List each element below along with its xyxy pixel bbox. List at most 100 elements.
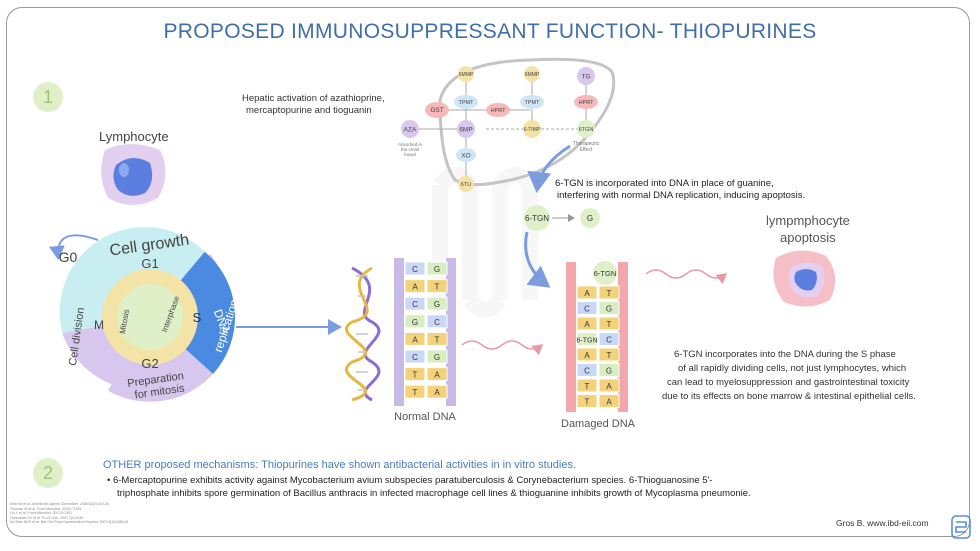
g-node-label: G bbox=[587, 214, 593, 223]
damaged-dna-base-label-left-7: T bbox=[585, 398, 590, 407]
normal-dna-base-right-1 bbox=[426, 279, 448, 294]
normal-dna-base-label-left-5: C bbox=[412, 353, 418, 362]
tgn-node-label: 6-TGN bbox=[525, 214, 549, 223]
damaged-dna-top-tag: 6-TGN bbox=[594, 269, 617, 278]
references: Shin Ka et al. Antimicrob Agents Chemoth… bbox=[10, 502, 128, 525]
node-xo: XO bbox=[456, 148, 476, 162]
node-6mp: 6MP bbox=[457, 120, 475, 138]
cycle-g1: G1 bbox=[141, 256, 158, 271]
normal-dna-base-label-left-0: C bbox=[412, 265, 418, 274]
damaged-dna-base-label-left-0: A bbox=[584, 289, 590, 298]
normal-dna-base-right-4 bbox=[426, 331, 448, 346]
damaged-dna-base-left-4 bbox=[576, 347, 598, 362]
normal-dna-base-right-6 bbox=[426, 367, 448, 382]
other-bullet-line-2: triphosphate inhibits spore germination … bbox=[117, 488, 751, 499]
intestine-logo-icon bbox=[951, 515, 971, 539]
hepatic-activation-line-1: Hepatic activation of azathioprine, bbox=[242, 93, 385, 104]
damaged-dna-base-left-6 bbox=[576, 378, 598, 393]
node-gst-label: GST bbox=[430, 107, 443, 114]
damaged-dna-base-label-right-6: A bbox=[606, 382, 612, 391]
damaged-dna-base-left-3 bbox=[576, 332, 598, 346]
node-tpmt-right: TPMT bbox=[520, 95, 544, 109]
normal-dna-base-label-right-6: A bbox=[434, 371, 440, 380]
therapeutic-line-2: Effect bbox=[580, 147, 593, 153]
other-bullet-line-1: • 6-Mercaptopurine exhibits activity aga… bbox=[107, 475, 713, 486]
s-phase-text-line-2: of all rapidly dividing cells, not just … bbox=[678, 363, 907, 374]
damaged-dna-base-label-right-0: T bbox=[607, 289, 612, 298]
damaged-dna-base-label-left-2: A bbox=[584, 320, 590, 329]
tgn-node: 6-TGN bbox=[524, 205, 550, 231]
damaged-dna-label: Damaged DNA bbox=[561, 418, 636, 430]
damaged-dna-base-label-left-3: 6-TGN bbox=[577, 338, 598, 345]
normal-dna-base-label-right-7: A bbox=[434, 388, 440, 397]
s-phase-text-line-3: can lead to myelosuppression and gastroi… bbox=[667, 377, 910, 388]
apoptosis-line-2: apoptosis bbox=[780, 230, 836, 245]
normal-dna-base-label-right-0: G bbox=[434, 265, 440, 274]
node-aza-label: AZA bbox=[404, 127, 417, 134]
reference-3: Liu X et al. Front Microbiol. 2017;8:130… bbox=[10, 511, 73, 516]
normal-dna-base-right-3 bbox=[426, 314, 448, 329]
other-bullet-line-1-text: 6-Mercaptopurine exhibits activity again… bbox=[112, 475, 713, 486]
node-6tgn-label: 6TGN bbox=[579, 127, 594, 133]
normal-dna-base-label-left-2: C bbox=[412, 300, 418, 309]
normal-dna-base-label-right-3: C bbox=[434, 318, 440, 327]
page-title: PROPOSED IMMUNOSUPPRESSANT FUNCTION- THI… bbox=[163, 20, 817, 43]
arrow-liver-to-tgn bbox=[527, 144, 571, 193]
normal-dna-base-label-left-1: A bbox=[412, 283, 418, 292]
node-xo-label: XO bbox=[461, 153, 470, 160]
absorbed-line-1: Absorbed in bbox=[398, 142, 423, 147]
damaged-dna-base-left-0 bbox=[576, 285, 598, 300]
other-mechanisms-heading: OTHER proposed mechanisms: Thiopurines h… bbox=[103, 459, 577, 471]
normal-dna-base-right-0 bbox=[426, 261, 448, 276]
normal-dna-label: Normal DNA bbox=[394, 411, 456, 423]
intestine-watermark-icon bbox=[432, 167, 538, 318]
normal-dna-base-label-right-1: T bbox=[435, 283, 440, 292]
node-6mmp-left: 6MMP bbox=[458, 66, 474, 82]
damaged-dna-base-right-4 bbox=[598, 347, 620, 362]
lymphocyte-label: Lymphocyte bbox=[99, 129, 169, 144]
lymphocyte-cell-icon bbox=[101, 144, 166, 205]
damaged-dna-base-label-right-1: G bbox=[606, 305, 612, 314]
node-hprt-right: HPRT bbox=[574, 95, 598, 109]
node-6timp: 6-TIMP bbox=[523, 120, 541, 138]
normal-dna-base-label-left-6: T bbox=[413, 371, 418, 380]
node-tpmt-left-label: TPMT bbox=[459, 100, 475, 106]
reference-5: De Boer NKH et al. Nat Clin Pract Gastro… bbox=[10, 520, 129, 525]
damaged-dna-base-right-2 bbox=[598, 316, 620, 331]
damaged-dna-base-right-6 bbox=[598, 378, 620, 393]
node-tpmt-left: TPMT bbox=[454, 95, 478, 109]
credit: Gros B. www.ibd-eii.com bbox=[836, 518, 929, 528]
normal-dna-base-label-right-4: T bbox=[435, 335, 440, 344]
node-6mmp-right-label: 6MMP bbox=[525, 72, 540, 78]
node-6timp-label: 6-TIMP bbox=[524, 127, 541, 133]
content-frame bbox=[6, 7, 970, 537]
cycle-s: S bbox=[193, 310, 202, 325]
apoptosis-line-1: lympmphocyte bbox=[766, 213, 850, 228]
normal-dna-base-label-left-3: G bbox=[412, 318, 418, 327]
apoptotic-lymphocyte-icon bbox=[773, 250, 836, 307]
normal-dna-base-left-7 bbox=[404, 384, 426, 399]
reference-4: Greenstein RJ et al. PLoS One. 2007;2(1)… bbox=[10, 515, 84, 520]
node-6mmp-right: 6MMP bbox=[524, 66, 540, 82]
damaged-dna-base-label-left-1: C bbox=[584, 305, 590, 314]
cycle-mitosis: Mitosis bbox=[118, 309, 131, 335]
damaged-dna-base-label-right-4: T bbox=[607, 351, 612, 360]
cycle-g2: G2 bbox=[141, 356, 158, 371]
damaged-dna-base-label-right-7: A bbox=[606, 398, 612, 407]
g-node: G bbox=[580, 208, 600, 228]
normal-dna-base-left-4 bbox=[404, 331, 426, 346]
node-aza: AZA bbox=[401, 120, 419, 138]
reference-1: Shin Ka et al. Antimicrob Agents Chemoth… bbox=[10, 502, 109, 506]
damaged-dna-base-label-left-6: T bbox=[585, 382, 590, 391]
cell-cycle-wheel bbox=[48, 226, 236, 402]
hepatic-activation-line-2: mercaptopurine and tioguanin bbox=[246, 105, 372, 116]
node-6mp-label: 6MP bbox=[459, 127, 472, 134]
node-hprt-right-label: HPRT bbox=[579, 100, 595, 106]
cycle-g0: G0 bbox=[59, 249, 78, 265]
damaged-dna-base-left-2 bbox=[576, 316, 598, 331]
damaged-dna-base-left-5 bbox=[576, 363, 598, 377]
s-phase-text-line-1: 6-TGN incorporates into the DNA during t… bbox=[674, 349, 896, 360]
node-gst: GST bbox=[425, 102, 449, 118]
